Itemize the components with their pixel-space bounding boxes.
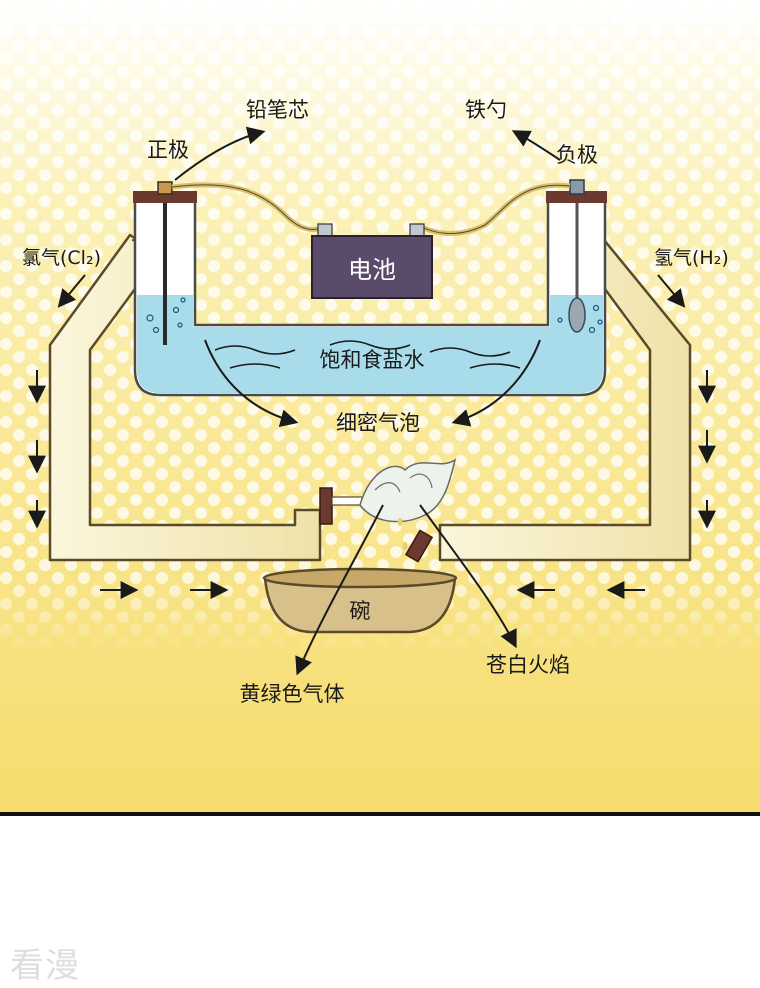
bubbles-label: 细密气泡 (336, 411, 420, 435)
electrolysis-diagram: 电池 碗 铅笔芯 正极 铁勺 负极 氯 (0, 0, 760, 815)
watermark: 看漫 (10, 946, 80, 986)
battery: 电池 (311, 223, 433, 299)
chlorine-label: 氯气(Cl₂) (22, 247, 101, 269)
right-lid (546, 191, 607, 203)
iron-spoon-label: 铁勺 (465, 98, 507, 122)
pale-flame (359, 458, 457, 550)
pencil-lead-label: 铅笔芯 (246, 98, 309, 122)
hydrogen-label: 氢气(H₂) (654, 247, 729, 269)
pencil-lead-electrode (146, 181, 186, 345)
diagram-panel: 电池 碗 铅笔芯 正极 铁勺 负极 氯 (0, 0, 760, 815)
right-nozzle (404, 529, 434, 563)
gas-nozzle (319, 487, 363, 525)
positive-label: 正极 (147, 138, 189, 162)
bowl-label: 碗 (350, 599, 371, 623)
polka-dots (0, 0, 760, 815)
bowl: 碗 (262, 567, 458, 634)
brine-label: 饱和食盐水 (320, 348, 425, 372)
pale-flame-label: 苍白火焰 (486, 653, 570, 677)
iron-spoon-electrode (557, 179, 603, 334)
electrolysis-trough (133, 191, 607, 397)
battery-label: 电池 (348, 256, 396, 284)
negative-label: 负极 (556, 143, 598, 167)
label-pointers (174, 126, 561, 676)
panel-border (0, 812, 760, 816)
right-gas-tube (438, 233, 692, 562)
left-lid (133, 191, 197, 203)
flow-arrows (28, 274, 716, 599)
saturated-brine (137, 295, 603, 393)
yellow-green-gas-label: 黄绿色气体 (240, 682, 345, 706)
